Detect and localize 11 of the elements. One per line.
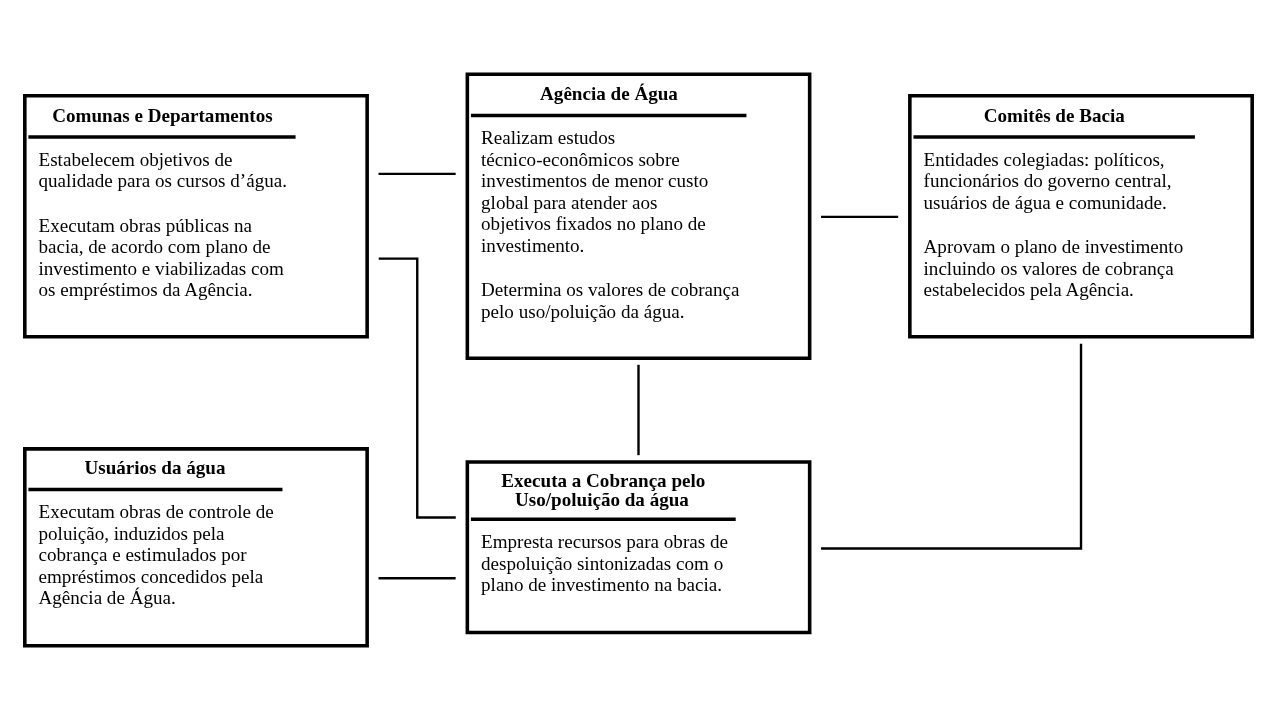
connector — [378, 256, 456, 519]
node-box: Comunas e Departamentos Estabelecem objetivos de qualidade para os cursos d’água. Executam obras públicas na bacia, de acordo com plano de investimento e viabilizadas com os empréstimos da Agência. — [23, 93, 369, 339]
node-box: Comitês de Bacia Entidades colegiadas: políticos, funcionários do governo central, usuários de água e comunidade. Aprovam o plano de investimento incluindo os valores de cobrança estabelecidos pela Agência. — [908, 93, 1254, 339]
node-box: Executa a Cobrança pelo Uso/poluição da água Empresta recursos para obras de despoluição sintonizadas com o plano de investimento na bacia. — [465, 459, 812, 634]
connector — [821, 215, 899, 218]
node-box: Agência de Água Realizam estudos técnico-econômicos sobre investimentos de menor custo global para atender aos objetivos fixados no plano de investimento. Determina os valores de cobrança pelo uso/poluição da água. — [465, 72, 812, 360]
connector — [378, 576, 456, 579]
connector — [378, 172, 456, 175]
connector — [821, 343, 1083, 550]
node-box: Usuários da água Executam obras de controle de poluição, induzidos pela cobrança e estimulados por empréstimos concedidos pela Agência de Água. — [23, 446, 369, 647]
connector — [637, 364, 640, 455]
